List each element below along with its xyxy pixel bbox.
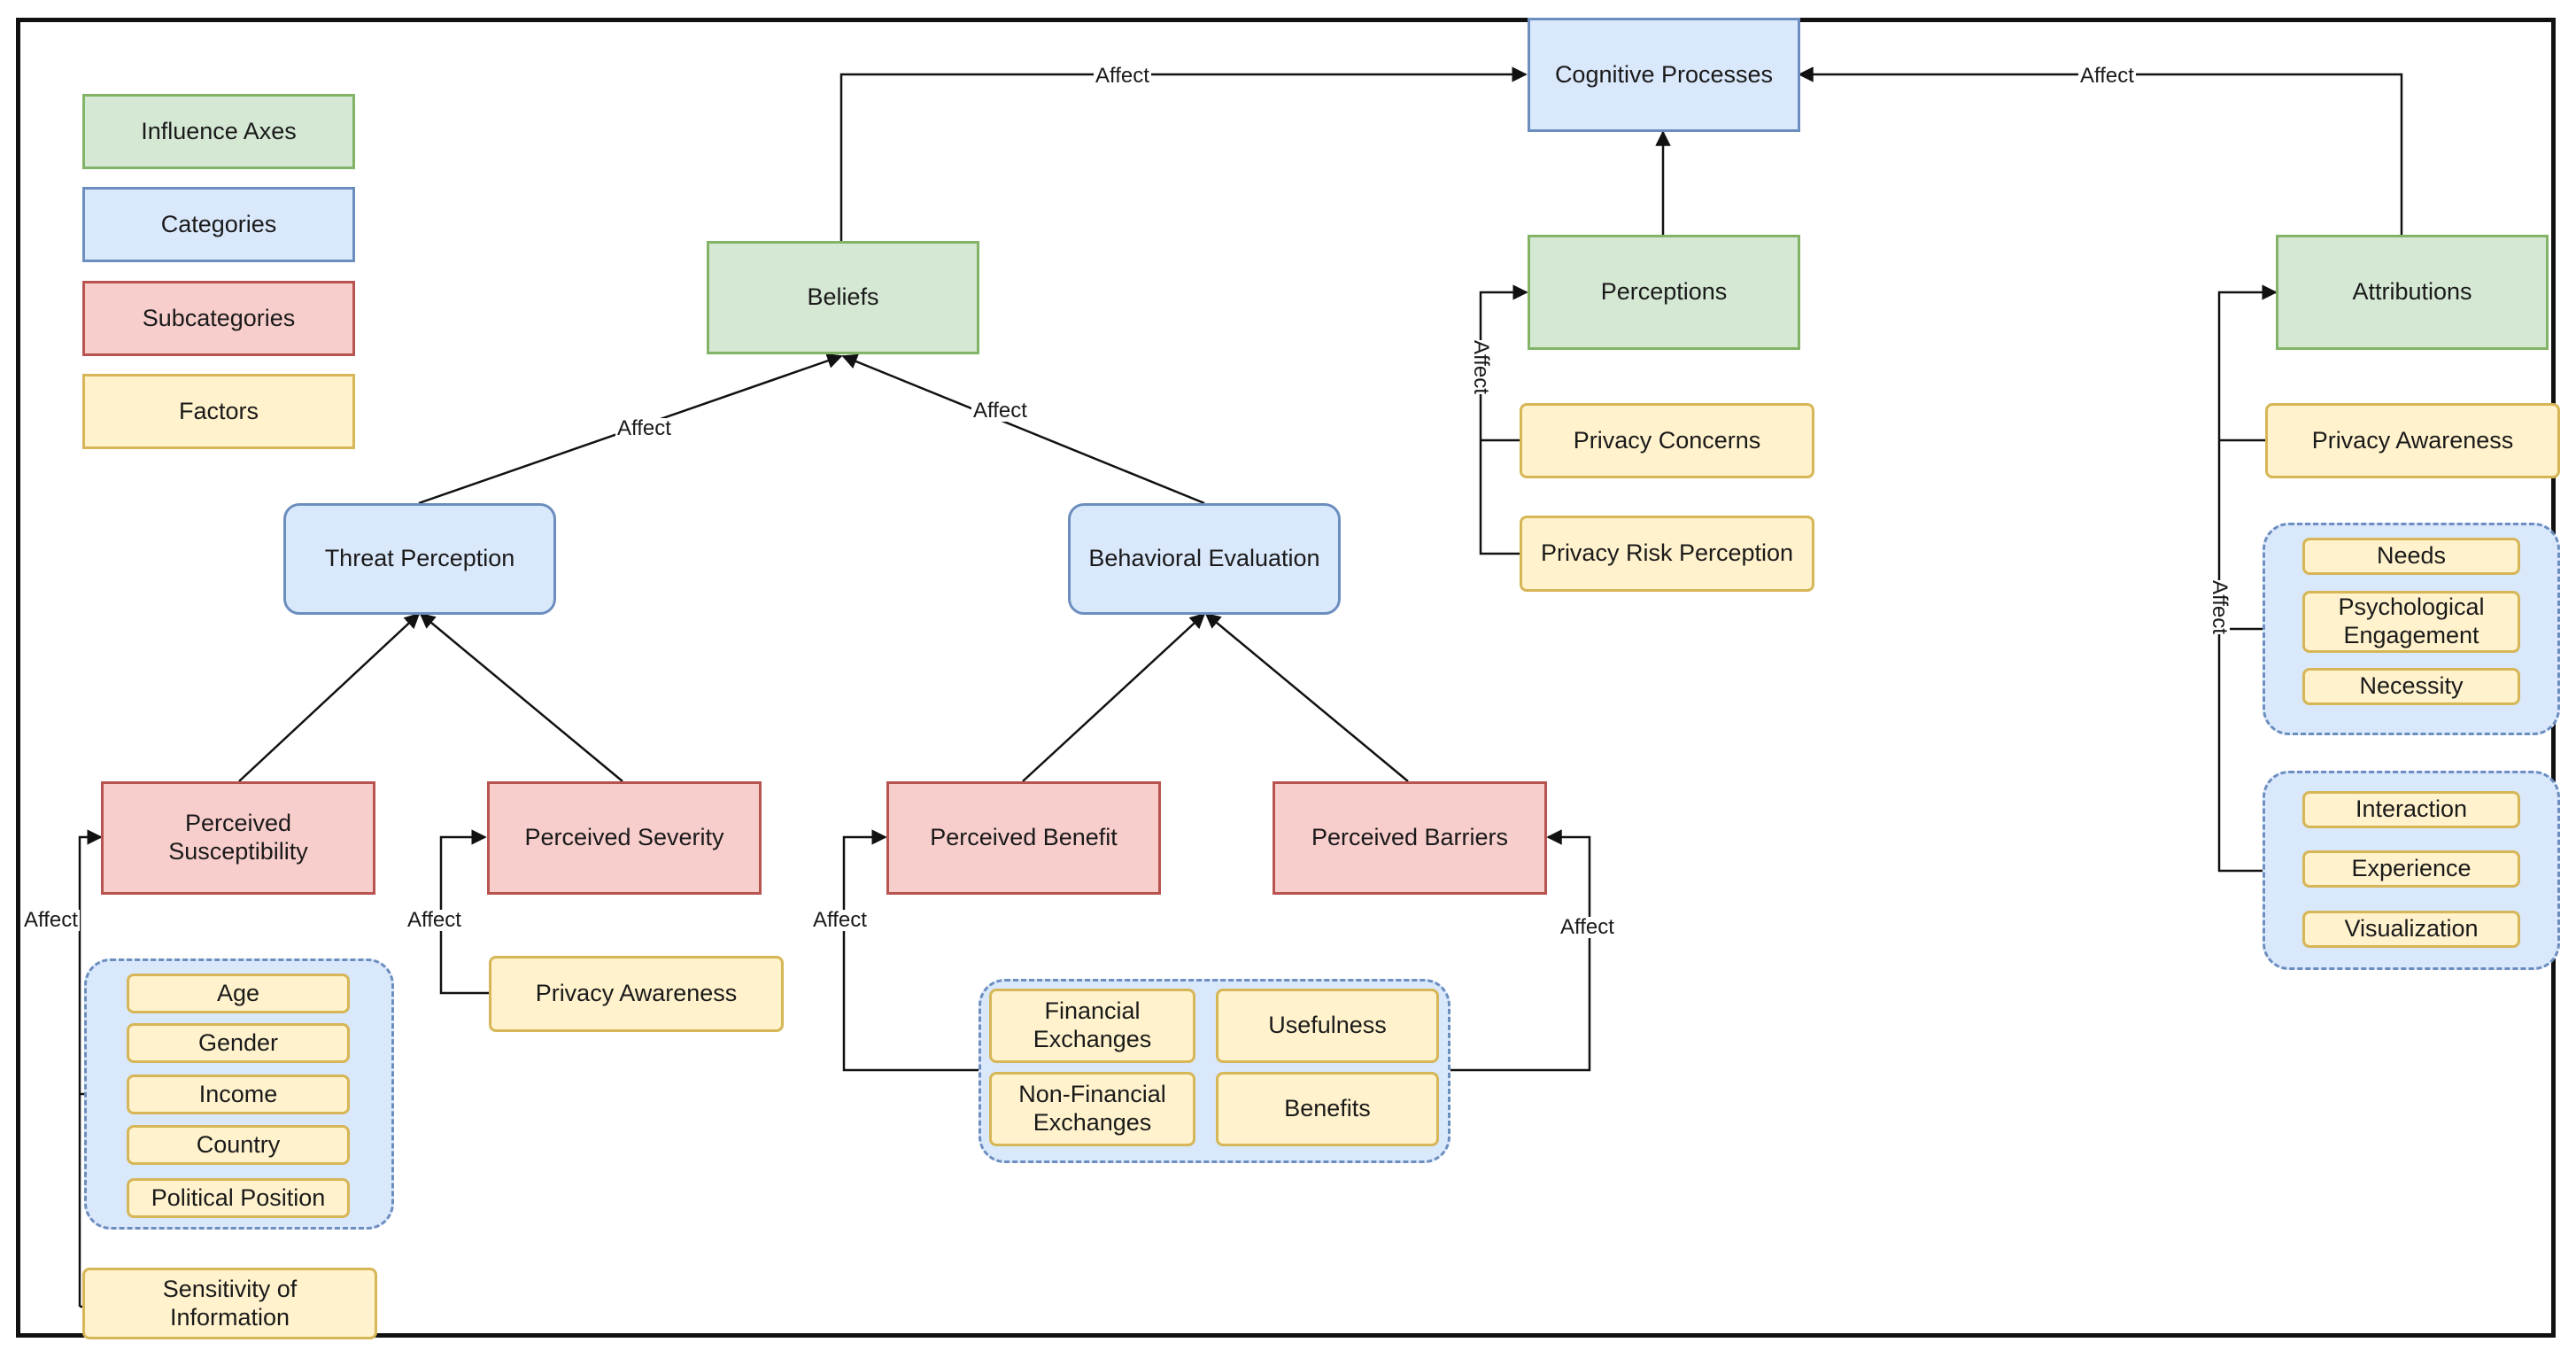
factor-privacy-awareness-attr-label: Privacy Awareness — [2311, 426, 2514, 454]
edge-attributions-cognitive — [1798, 66, 2403, 235]
factor-visualization-label: Visualization — [2344, 915, 2479, 943]
factor-financial-exchanges: Financial Exchanges — [989, 989, 1195, 1063]
edge-severity-threat — [419, 612, 623, 782]
factor-usefulness-label: Usefulness — [1268, 1012, 1387, 1039]
edge-susceptibility-factors — [78, 829, 103, 1307]
factor-interaction: Interaction — [2302, 791, 2520, 828]
factor-interaction-label: Interaction — [2355, 795, 2468, 823]
factor-political-position: Political Position — [127, 1178, 350, 1218]
node-perceptions: Perceptions — [1528, 235, 1800, 350]
edge-benefit-behavioral — [1022, 612, 1206, 782]
legend-factors-label: Factors — [178, 397, 259, 424]
factor-needs-label: Needs — [2376, 542, 2447, 570]
factor-income-label: Income — [198, 1080, 278, 1107]
factor-non-financial-exchanges-label: Non-Financial Exchanges — [1018, 1081, 1166, 1136]
node-perceived-benefit-label: Perceived Benefit — [930, 824, 1118, 851]
factor-visualization: Visualization — [2302, 911, 2520, 948]
factor-country: Country — [127, 1125, 350, 1165]
factor-benefits: Benefits — [1216, 1072, 1439, 1146]
legend-subcategories-label: Subcategories — [142, 304, 296, 331]
node-perceived-severity: Perceived Severity — [487, 781, 762, 895]
factor-necessity-label: Necessity — [2359, 672, 2464, 700]
node-perceived-susceptibility-label: Perceived Susceptibility — [168, 810, 308, 865]
factor-privacy-concerns-label: Privacy Concerns — [1573, 426, 1761, 454]
legend-factors: Factors — [82, 374, 355, 449]
edge-label-affect-behavioral-beliefs: Affect — [971, 399, 1029, 423]
legend-influence-axes-label: Influence Axes — [141, 117, 297, 144]
node-threat-perception-label: Threat Perception — [324, 545, 515, 572]
edge-label-affect-attributions-cognitive: Affect — [2078, 64, 2136, 88]
node-perceived-severity-label: Perceived Severity — [524, 824, 724, 851]
factor-age-label: Age — [216, 979, 260, 1006]
edge-label-affect-threat-beliefs: Affect — [615, 416, 673, 440]
legend-categories-label: Categories — [160, 210, 277, 237]
factor-privacy-awareness-severity-label: Privacy Awareness — [535, 980, 738, 1007]
legend-influence-axes: Influence Axes — [82, 94, 355, 169]
factor-experience-label: Experience — [2351, 855, 2472, 882]
factor-benefits-label: Benefits — [1284, 1095, 1371, 1122]
edge-benefit-factor — [842, 829, 979, 1072]
node-perceptions-label: Perceptions — [1600, 278, 1728, 306]
factor-privacy-risk-perception: Privacy Risk Perception — [1520, 516, 1814, 592]
node-cognitive-processes-label: Cognitive Processes — [1554, 60, 1774, 88]
node-attributions: Attributions — [2276, 235, 2549, 350]
edge-label-affect-attributions: Affect — [2208, 580, 2232, 634]
edge-perceptions-factors — [1479, 284, 1528, 555]
factor-psychological-engagement-label: Psychological Engagement — [2338, 594, 2485, 648]
factor-financial-exchanges-label: Financial Exchanges — [1033, 997, 1152, 1052]
edge-label-affect-beliefs-cognitive: Affect — [1094, 64, 1151, 88]
factor-gender-label: Gender — [197, 1028, 279, 1056]
node-perceived-susceptibility: Perceived Susceptibility — [101, 781, 375, 895]
edge-beliefs-cognitive — [839, 66, 1528, 241]
factor-gender: Gender — [127, 1023, 350, 1063]
node-attributions-label: Attributions — [2352, 278, 2472, 306]
edge-label-affect-susceptibility: Affect — [22, 908, 80, 932]
edge-label-affect-perceptions: Affect — [1469, 340, 1493, 394]
factor-privacy-risk-perception-label: Privacy Risk Perception — [1540, 539, 1794, 567]
legend-subcategories: Subcategories — [82, 281, 355, 356]
node-beliefs: Beliefs — [707, 241, 979, 354]
node-perceived-benefit: Perceived Benefit — [886, 781, 1161, 895]
edge-barriers-factor — [1450, 829, 1591, 1072]
factor-necessity: Necessity — [2302, 668, 2520, 705]
node-cognitive-processes: Cognitive Processes — [1528, 18, 1800, 132]
factor-country-label: Country — [196, 1130, 281, 1158]
edge-label-affect-severity: Affect — [406, 908, 463, 932]
factor-usefulness: Usefulness — [1216, 989, 1439, 1063]
factor-privacy-awareness-severity: Privacy Awareness — [489, 956, 784, 1032]
edge-label-affect-barriers: Affect — [1559, 915, 1616, 939]
factor-needs: Needs — [2302, 538, 2520, 575]
node-behavioral-evaluation-label: Behavioral Evaluation — [1088, 545, 1320, 572]
factor-privacy-awareness-attr: Privacy Awareness — [2265, 403, 2560, 478]
node-threat-perception: Threat Perception — [283, 503, 556, 615]
factor-experience: Experience — [2302, 850, 2520, 888]
node-behavioral-evaluation: Behavioral Evaluation — [1068, 503, 1341, 615]
factor-age: Age — [127, 974, 350, 1013]
node-perceived-barriers-label: Perceived Barriers — [1311, 824, 1509, 851]
legend-categories: Categories — [82, 187, 355, 262]
factor-non-financial-exchanges: Non-Financial Exchanges — [989, 1072, 1195, 1146]
factor-income: Income — [127, 1075, 350, 1114]
edge-susceptibility-threat — [238, 612, 421, 782]
edge-barriers-behavioral — [1204, 612, 1409, 782]
factor-psychological-engagement: Psychological Engagement — [2302, 591, 2520, 653]
node-beliefs-label: Beliefs — [807, 283, 879, 311]
factor-political-position-label: Political Position — [151, 1183, 326, 1211]
node-perceived-barriers: Perceived Barriers — [1273, 781, 1547, 895]
factor-privacy-concerns: Privacy Concerns — [1520, 403, 1814, 478]
factor-sensitivity-of-information: Sensitivity of Information — [82, 1268, 377, 1339]
edge-label-affect-benefit: Affect — [811, 908, 869, 932]
factor-sensitivity-of-information-label: Sensitivity of Information — [162, 1275, 298, 1331]
edge-behavioral-beliefs — [841, 353, 1205, 505]
